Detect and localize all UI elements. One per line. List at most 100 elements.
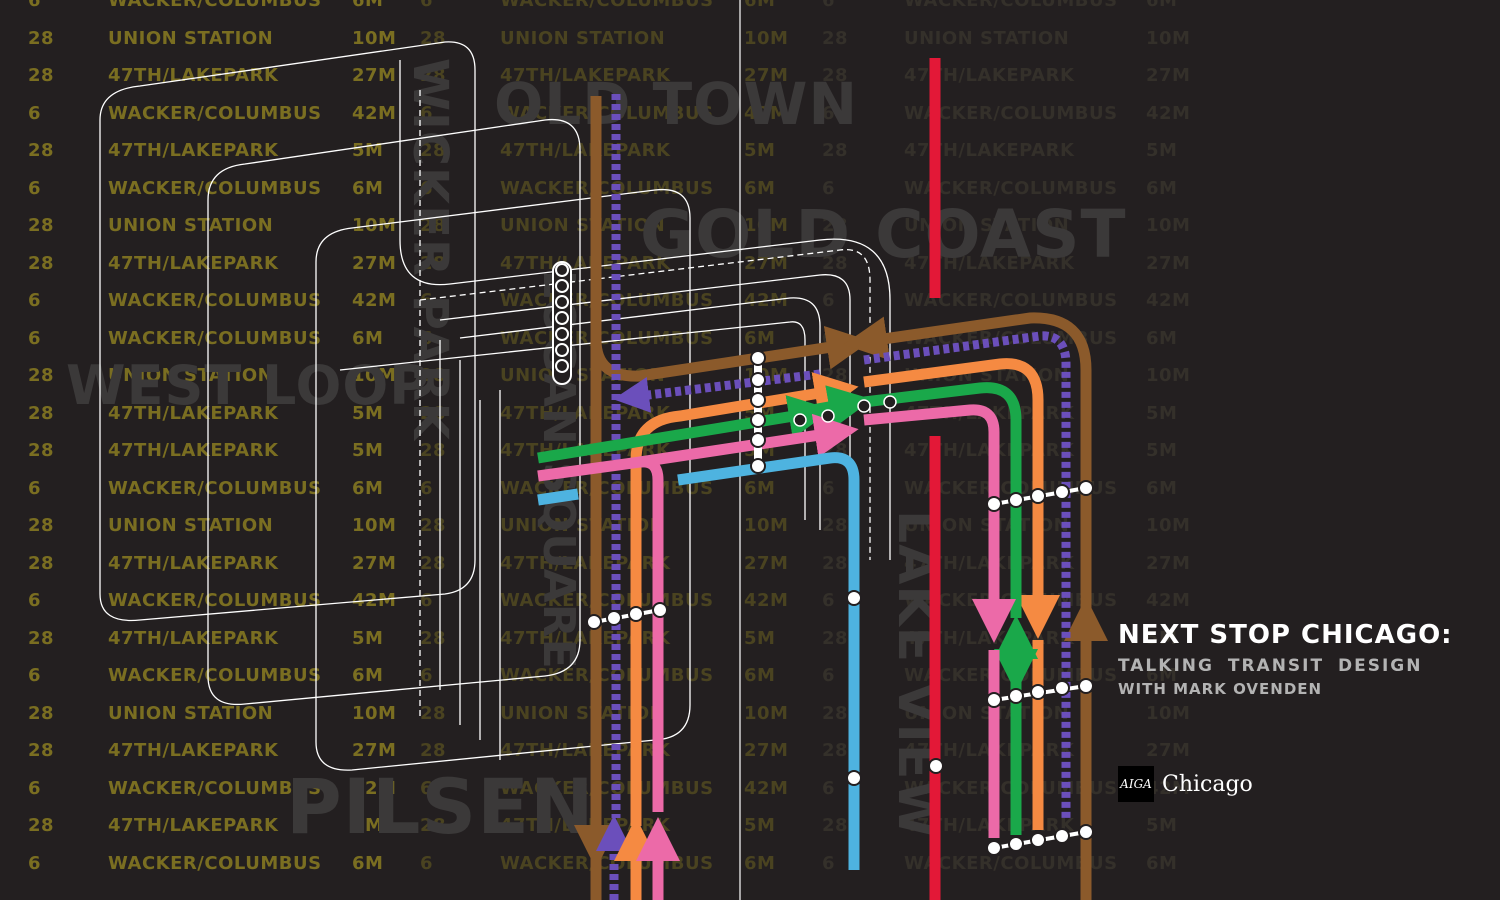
stop-chain-north [552,261,572,385]
board-time: 6M [352,665,384,686]
board-time: 5M [352,402,384,424]
board-route: 6 [28,102,42,124]
board-time: 10M [1146,215,1191,236]
board-time: 27M [1146,740,1191,761]
board-time: 10M [1146,702,1191,724]
board-dest: WACKER/COLUMBUS [904,177,1118,199]
board-dest: 47TH/LAKEPARK [108,402,279,424]
board-dest: WACKER/COLUMBUS [108,777,322,799]
outline-frame-3 [315,188,691,771]
board-dest: UNION STATION [108,702,274,724]
board-dest: UNION STATION [500,215,666,236]
board-dest: 47TH/LAKEPARK [500,740,671,761]
board-time: 5M [1146,815,1178,836]
board-route: 6 [822,102,836,124]
board-dest: 47TH/LAKEPARK [108,740,279,761]
board-route: 6 [822,290,836,311]
board-route: 6 [822,177,836,199]
board-time: 42M [352,777,397,799]
board-dest: UNION STATION [500,515,666,536]
board-route: 28 [420,140,447,161]
stop-chain-west [586,602,668,630]
board-route: 28 [420,552,447,574]
board-time: 27M [352,552,397,574]
board-route: 6 [420,327,434,349]
board-dest: WACKER/COLUMBUS [904,0,1118,11]
board-time: 5M [1146,440,1178,461]
board-dest: UNION STATION [500,702,666,724]
board-route: 28 [28,65,55,86]
purple-line [596,94,1071,900]
board-dest: UNION STATION [108,215,274,236]
board-time: 27M [744,740,789,761]
board-dest: WACKER/COLUMBUS [904,102,1118,124]
board-time: 27M [352,252,397,274]
board-time: 27M [744,552,789,574]
board-time: 6M [1146,477,1178,499]
board-time: 42M [1146,102,1191,124]
board-time: 10M [352,515,397,536]
board-route: 28 [28,365,55,386]
board-route: 6 [420,102,434,124]
board-dest: 47TH/LAKEPARK [108,552,279,574]
board-route: 28 [28,627,55,649]
board-route: 28 [420,252,447,274]
board-route: 6 [420,852,434,874]
board-dest: 47TH/LAKEPARK [904,65,1075,86]
board-time: 27M [744,65,789,86]
stop-chain-east-1 [986,480,1094,512]
outline-route-d [459,297,821,530]
board-dest: WACKER/COLUMBUS [108,665,322,686]
board-time: 6M [352,477,384,499]
board-route: 6 [28,852,42,874]
board-route: 28 [822,215,849,236]
board-dest: 47TH/LAKEPARK [500,140,671,161]
board-time: 6M [1146,177,1178,199]
board-dest: UNION STATION [108,515,274,536]
board-route: 28 [28,740,55,761]
board-route: 6 [28,290,42,311]
board-route: 6 [420,290,434,311]
board-route: 28 [822,27,849,49]
orange-line [614,358,1060,900]
outline-route-i [479,390,501,760]
board-dest: 47TH/LAKEPARK [108,65,279,86]
board-route: 6 [822,0,836,11]
board-dest: 47TH/LAKEPARK [500,552,671,574]
board-dest: 47TH/LAKEPARK [108,140,279,161]
board-route: 28 [28,252,55,274]
loop-transfer-stops [750,350,944,786]
board-time: 27M [1146,65,1191,86]
event-title: NEXT STOP CHICAGO: [1118,620,1453,650]
event-speaker: WITH MARK OVENDEN [1118,680,1323,698]
board-route: 6 [822,590,836,611]
board-time: 5M [1146,402,1178,424]
board-route: 28 [28,702,55,724]
board-time: 42M [1146,590,1191,611]
board-time: 10M [1146,365,1191,386]
board-time: 27M [1146,552,1191,574]
board-route: 28 [822,815,849,836]
board-route: 28 [28,552,55,574]
board-route: 28 [822,552,849,574]
board-time: 10M [1146,515,1191,536]
board-route: 6 [822,852,836,874]
board-time: 42M [352,102,397,124]
board-time: 27M [352,740,397,761]
board-route: 6 [28,590,42,611]
brown-line [574,96,1108,900]
board-dest: WACKER/COLUMBUS [108,0,322,11]
board-route: 6 [28,477,42,499]
neighborhood-label-pilsen: PILSEN [286,762,595,851]
board-route: 28 [420,740,447,761]
aiga-logo-mark: AIGA [1118,766,1154,802]
board-dest: WACKER/COLUMBUS [108,590,322,611]
board-route: 6 [28,0,42,11]
board-route: 6 [28,177,42,199]
board-time: 42M [1146,290,1191,311]
board-dest: UNION STATION [904,215,1070,236]
board-dest: WACKER/COLUMBUS [108,102,322,124]
board-time: 6M [1146,665,1178,686]
board-time: 10M [352,365,397,386]
